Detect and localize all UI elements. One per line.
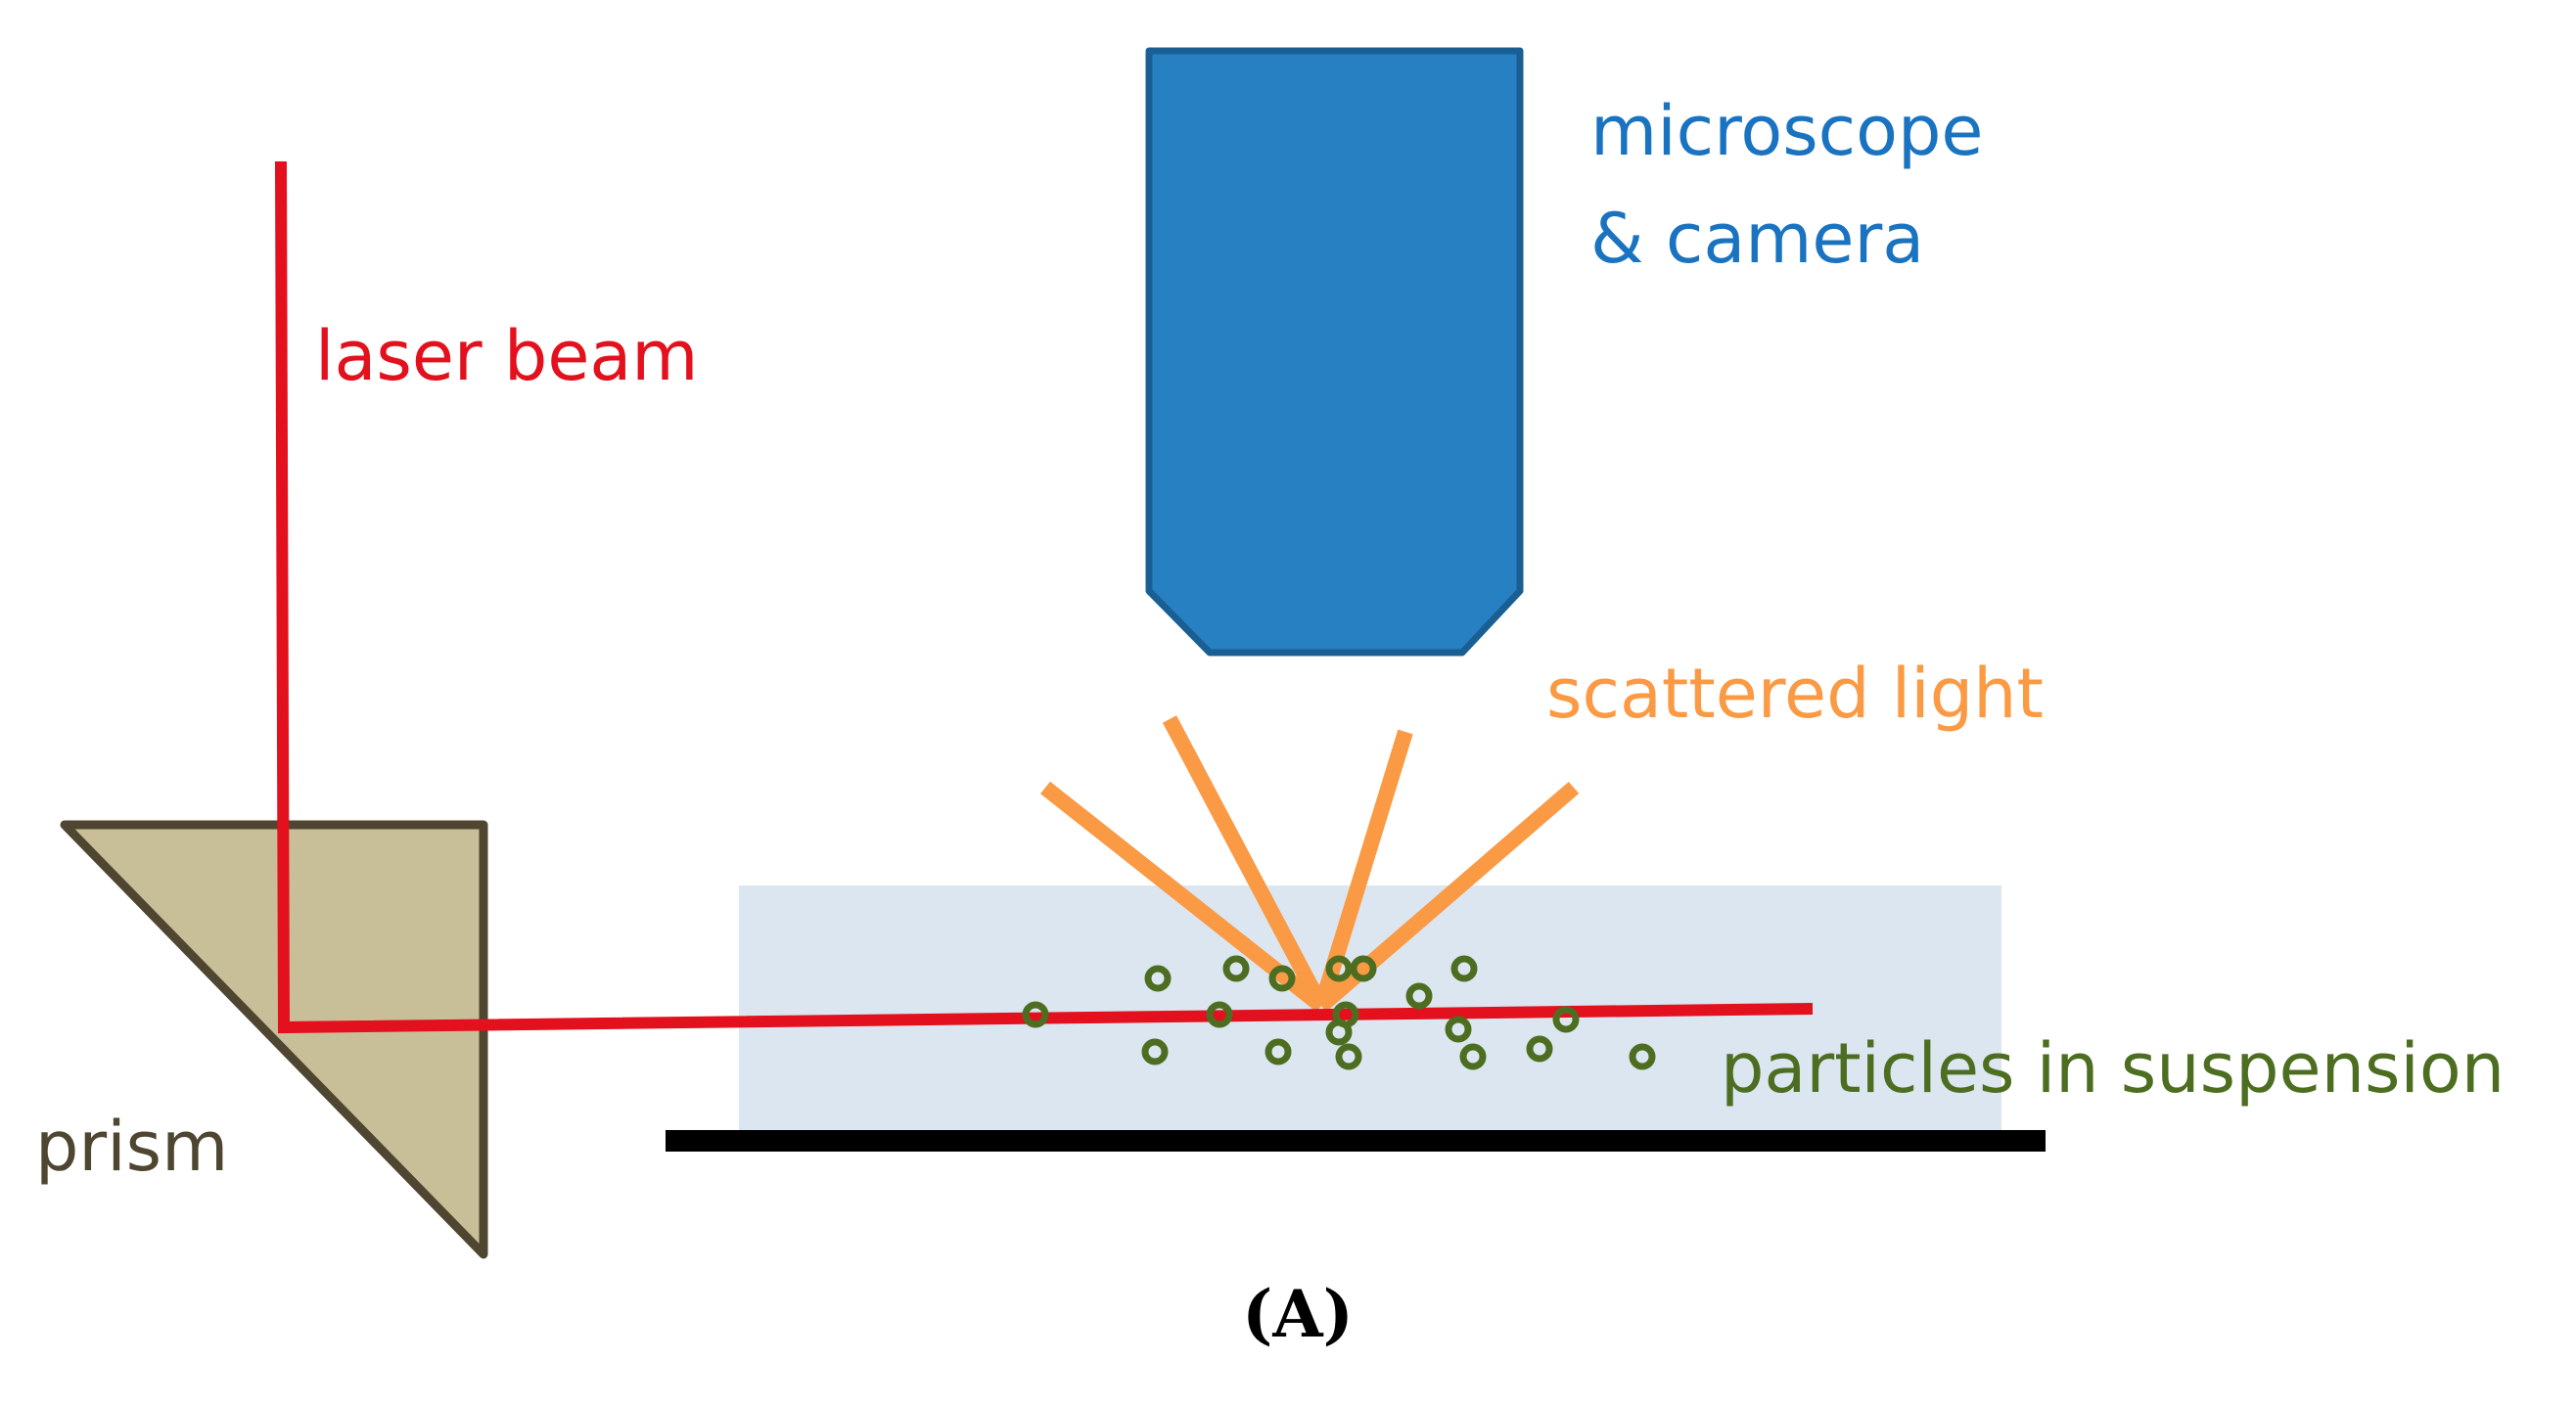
scattered-ray-2 [1162,715,1329,1010]
microscope-objective [1145,47,1524,657]
figure-caption: (A) [1242,1276,1354,1352]
particle [1265,1038,1292,1065]
particle [1450,955,1478,982]
stage-base [666,1130,2046,1152]
particle [1325,1019,1353,1046]
microscope-label-line1: microscope [1590,91,1983,171]
prism-label: prism [35,1107,228,1187]
particle [1222,955,1250,982]
particle [1022,1001,1049,1028]
laser-beam-label: laser beam [315,316,699,396]
prism-shape [60,820,488,1259]
particle [1552,1006,1580,1033]
microscope-label-line2: & camera [1590,199,1924,279]
particle [1526,1035,1553,1063]
particle [1629,1043,1656,1070]
particle [1445,1016,1472,1043]
particle [1325,955,1353,982]
particle [1141,1038,1169,1065]
particles-label: particles in suspension [1721,1028,2505,1109]
particle [1144,965,1172,992]
particle [1350,955,1377,982]
laser-beam-path [275,160,1814,1034]
particle [1335,1043,1362,1070]
particle [1459,1043,1487,1070]
scattered-light-label: scattered light [1546,654,2044,734]
scattered-ray-4 [1315,781,1580,1013]
particles-group [1022,955,1656,1070]
particle [1268,965,1296,992]
particle [1206,1001,1233,1028]
particle [1405,982,1433,1010]
